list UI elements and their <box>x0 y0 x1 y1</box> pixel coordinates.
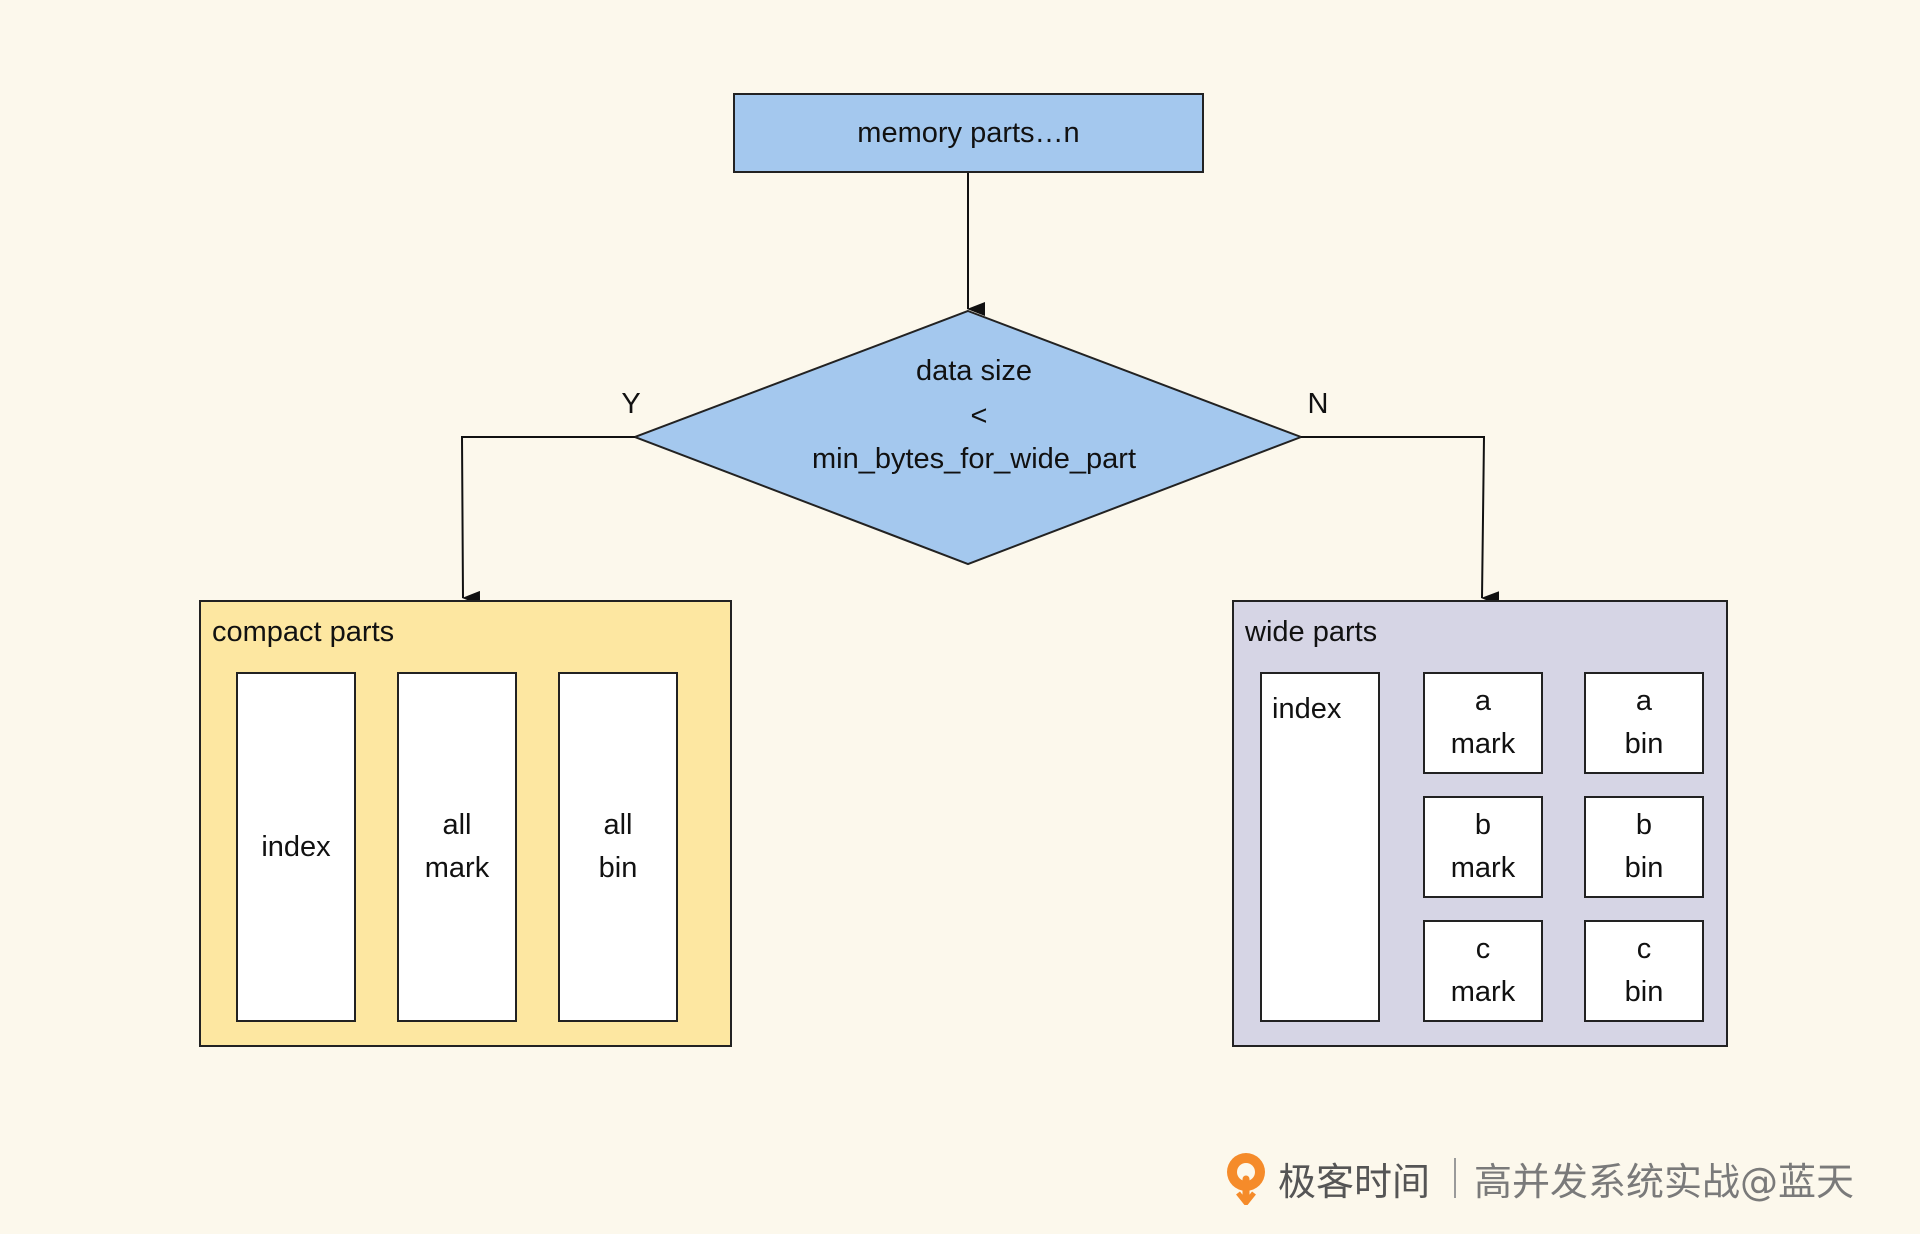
footer-brand: 极客时间 <box>1278 1159 1431 1204</box>
wide-b-mark-cell: b mark <box>1423 796 1543 898</box>
geektime-logo-icon <box>1224 1151 1268 1206</box>
cell-line: bin <box>1624 728 1664 760</box>
cell-line: all <box>442 809 472 841</box>
wide-parts-title: wide parts <box>1245 616 1378 648</box>
wide-a-bin-cell: a bin <box>1584 672 1704 774</box>
arrow-no-branch <box>1301 436 1500 606</box>
arrow-yes-branch <box>460 436 635 605</box>
cell-line: c <box>1636 933 1652 965</box>
cell-line: c <box>1475 933 1491 965</box>
cell-line: bin <box>598 852 638 884</box>
wide-c-mark-cell: c mark <box>1423 920 1543 1022</box>
wide-b-bin-cell: b bin <box>1584 796 1704 898</box>
compact-parts-title: compact parts <box>212 616 395 648</box>
compact-index-cell: index <box>236 672 356 1022</box>
decision-line-2: < <box>971 400 988 432</box>
cell-line: a <box>1474 685 1492 717</box>
wide-c-bin-cell: c bin <box>1584 920 1704 1022</box>
yes-label: Y <box>621 388 640 420</box>
wide-index-cell: index <box>1260 672 1380 1022</box>
decision-diamond <box>632 309 1304 566</box>
decision-line-3: min_bytes_for_wide_part <box>812 443 1136 475</box>
cell-line: mark <box>1450 852 1516 884</box>
cell-line: a <box>1635 685 1653 717</box>
compact-parts-group: compact parts index all mark all bin <box>199 600 732 1047</box>
cell-line: mark <box>1450 728 1516 760</box>
cell-line: all <box>603 809 633 841</box>
cell-line: bin <box>1624 976 1664 1008</box>
cell-line: mark <box>1450 976 1516 1008</box>
footer-divider <box>1454 1158 1457 1198</box>
cell-line: b <box>1474 809 1492 841</box>
decision-line-1: data size <box>916 355 1032 387</box>
cell-line: index <box>261 830 331 863</box>
memory-parts-label: memory parts…n <box>857 116 1080 149</box>
no-label: N <box>1308 388 1329 420</box>
cell-line: b <box>1635 809 1653 841</box>
cell-line: mark <box>424 852 490 884</box>
cell-line: bin <box>1624 852 1664 884</box>
compact-all-mark-cell: all mark <box>397 672 517 1022</box>
wide-parts-group: wide parts index a mark a bin b mark b b… <box>1232 600 1728 1047</box>
wide-a-mark-cell: a mark <box>1423 672 1543 774</box>
cell-line: index <box>1272 693 1342 725</box>
compact-all-bin-cell: all bin <box>558 672 678 1022</box>
footer-watermark: 极客时间 高并发系统实战@蓝天 <box>1224 1148 1854 1208</box>
memory-parts-box: memory parts…n <box>733 93 1204 173</box>
footer-course: 高并发系统实战@蓝天 <box>1474 1159 1855 1204</box>
